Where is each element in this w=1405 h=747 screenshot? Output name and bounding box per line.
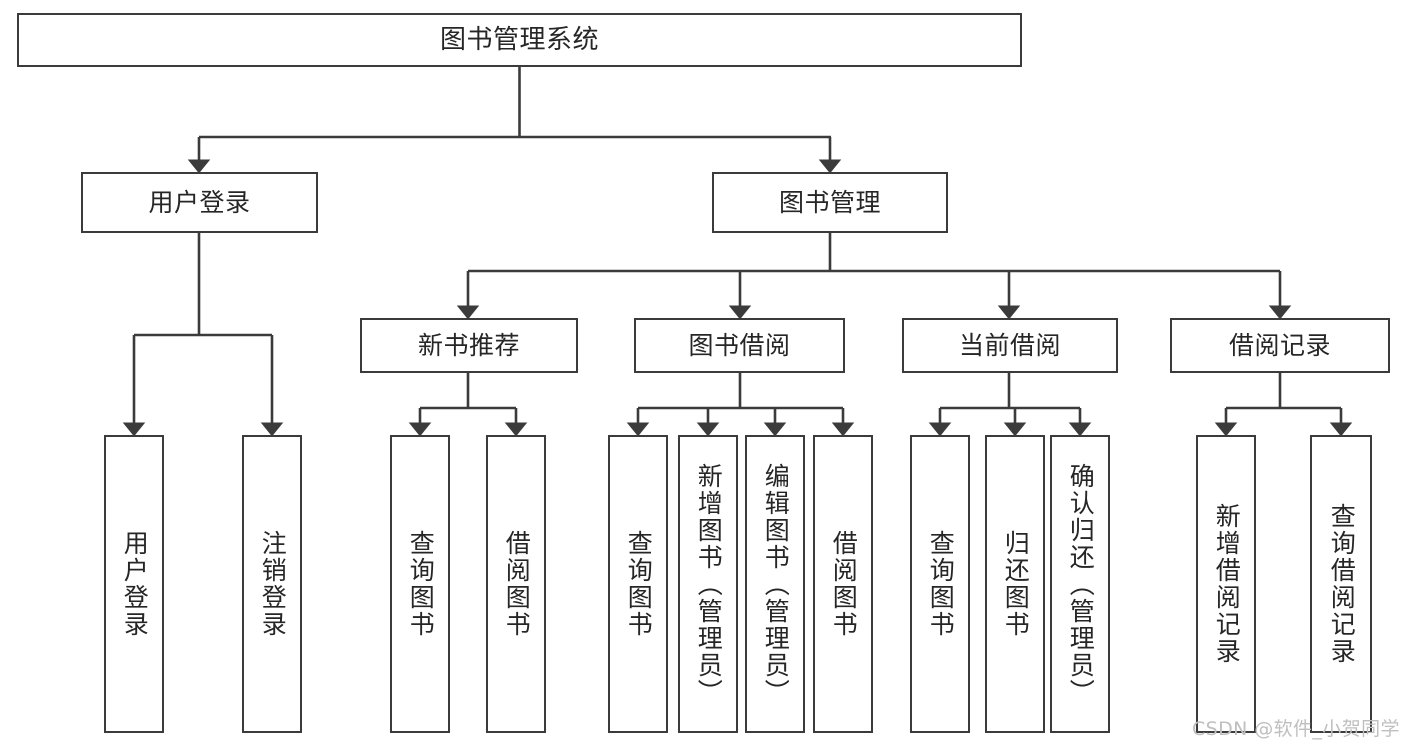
node-leaf-add-book[interactable]: 新增图书（管理员） [678,435,738,733]
node-leaf-query-book-2[interactable]: 查询图书 [608,435,668,733]
node-leaf-add-book-label: 新增图书（管理员） [694,462,724,706]
node-leaf-borrow-book-2-label: 借阅图书 [829,530,859,638]
node-leaf-user-login[interactable]: 用户登录 [104,435,164,733]
node-user-login[interactable]: 用户登录 [81,172,318,233]
node-new-book-rec-label: 新书推荐 [417,331,520,360]
node-leaf-add-record[interactable]: 新增借阅记录 [1196,435,1256,733]
node-leaf-query-book-2-label: 查询图书 [624,530,654,638]
node-leaf-add-record-label: 新增借阅记录 [1212,503,1242,665]
node-leaf-user-logout[interactable]: 注销登录 [242,435,302,733]
node-current-borrow-label: 当前借阅 [958,331,1061,360]
node-leaf-user-logout-label: 注销登录 [258,530,288,638]
node-book-manage[interactable]: 图书管理 [712,172,948,233]
node-leaf-return-book-label: 归还图书 [1001,530,1031,638]
node-book-borrow[interactable]: 图书借阅 [634,318,845,373]
node-borrow-record[interactable]: 借阅记录 [1170,318,1390,373]
node-leaf-query-book-1[interactable]: 查询图书 [390,435,450,733]
node-leaf-confirm-return-label: 确认归还（管理员） [1066,462,1096,706]
node-leaf-query-book-3[interactable]: 查询图书 [910,435,970,733]
node-leaf-query-book-1-label: 查询图书 [406,530,436,638]
node-user-login-label: 用户登录 [148,188,251,217]
node-leaf-query-record-label: 查询借阅记录 [1327,503,1357,665]
node-current-borrow[interactable]: 当前借阅 [902,318,1118,373]
node-leaf-return-book[interactable]: 归还图书 [985,435,1045,733]
node-borrow-record-label: 借阅记录 [1228,331,1331,360]
watermark-text: CSDN @软件_小贺同学 [1192,718,1400,740]
node-root[interactable]: 图书管理系统 [17,13,1022,67]
node-leaf-borrow-book-2[interactable]: 借阅图书 [813,435,873,733]
node-root-label: 图书管理系统 [439,25,599,55]
node-book-manage-label: 图书管理 [778,188,881,217]
node-leaf-query-record[interactable]: 查询借阅记录 [1310,435,1372,733]
node-leaf-borrow-book-1[interactable]: 借阅图书 [486,435,546,733]
node-leaf-borrow-book-1-label: 借阅图书 [502,530,532,638]
node-leaf-query-book-3-label: 查询图书 [926,530,956,638]
node-leaf-edit-book[interactable]: 编辑图书（管理员） [745,435,805,733]
node-leaf-confirm-return[interactable]: 确认归还（管理员） [1050,435,1110,733]
node-leaf-user-login-label: 用户登录 [120,530,150,638]
node-book-borrow-label: 图书借阅 [688,331,791,360]
node-new-book-rec[interactable]: 新书推荐 [360,318,578,373]
node-leaf-edit-book-label: 编辑图书（管理员） [761,462,791,706]
